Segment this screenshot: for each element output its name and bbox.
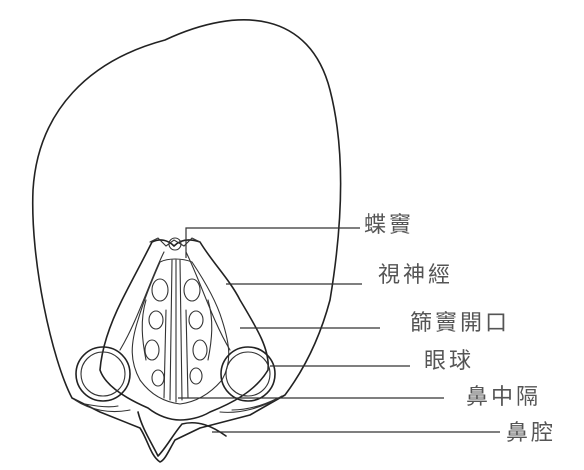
label-nasal-cavity: 鼻腔 [506, 422, 556, 446]
nasal-septum-shape [164, 260, 188, 402]
nasal-frame-outer [100, 240, 268, 420]
ethmoid-cells [142, 279, 212, 386]
eyeball-left [76, 347, 130, 401]
label-sphenoid-sinus: 蝶竇 [364, 214, 414, 238]
leader-sphenoid-sinus [186, 228, 360, 258]
eyeball-right [221, 347, 275, 401]
label-ethmoid-sinus-opening: 篩竇開口 [410, 312, 510, 336]
label-eyeball: 眼球 [424, 350, 474, 374]
skull-outline [33, 20, 341, 462]
label-nasal-septum: 鼻中隔 [466, 386, 541, 410]
label-optic-nerve: 視神經 [378, 264, 453, 288]
